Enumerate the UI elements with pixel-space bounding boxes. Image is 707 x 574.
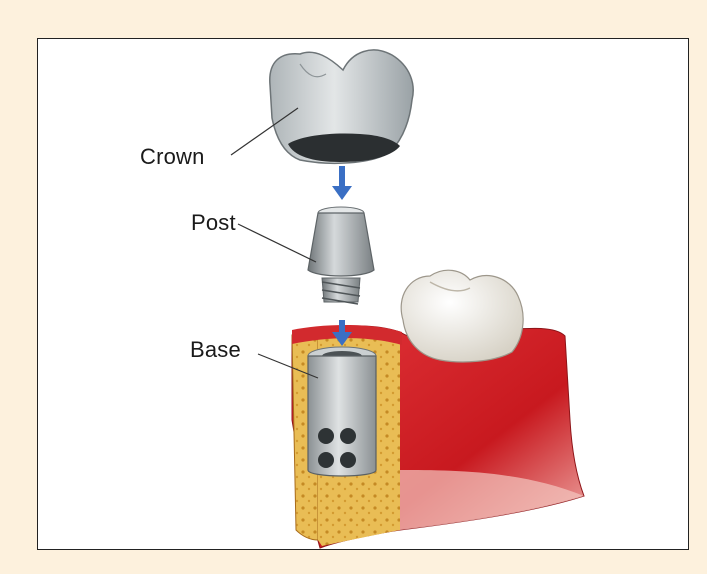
- base-part: [308, 347, 376, 476]
- natural-tooth: [401, 270, 523, 362]
- post-label: Post: [191, 212, 236, 234]
- post-part: [308, 207, 374, 304]
- crown-label: Crown: [140, 146, 205, 168]
- down-arrow-icon: [332, 166, 352, 200]
- post-leader-line: [238, 224, 316, 262]
- crown-part: [270, 50, 413, 163]
- base-label: Base: [190, 339, 241, 361]
